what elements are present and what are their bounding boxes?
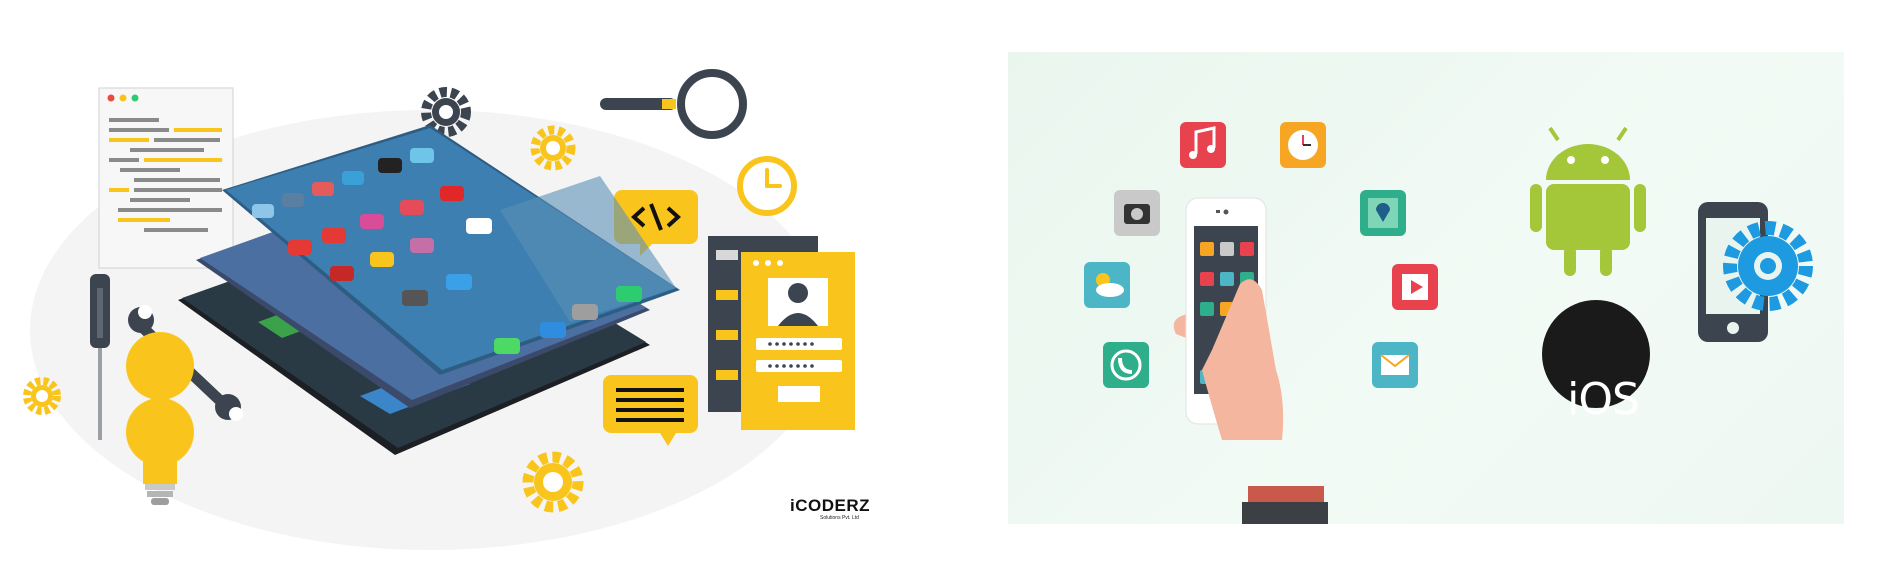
- gear-icon: [23, 377, 61, 415]
- mail-icon: [1372, 342, 1418, 388]
- phone-settings-icon: [1698, 202, 1813, 342]
- music-icon: [1180, 122, 1226, 168]
- mobile-platforms-illustration: iOS: [1008, 52, 1844, 524]
- clock-app-icon: [1280, 122, 1326, 168]
- logo-name: iCODERZ: [790, 496, 870, 515]
- left-scene-svg: [23, 69, 855, 550]
- code-document-icon: [98, 87, 234, 269]
- light-bulb-icon: [126, 332, 195, 505]
- logo-tagline: Solutions Pvt. Ltd: [820, 515, 859, 521]
- phone-call-icon: [1103, 342, 1149, 388]
- message-bubble-icon: [603, 375, 698, 446]
- gear-icon: [421, 87, 471, 137]
- clock-icon: [737, 156, 797, 216]
- gear-icon: [522, 451, 584, 513]
- company-logo: iCODERZ Solutions Pvt. Ltd: [780, 496, 876, 524]
- hand-holding-phone: [1173, 197, 1328, 524]
- login-card-icon: [708, 236, 855, 430]
- android-icon: [1530, 126, 1646, 276]
- magnifier-icon: [600, 69, 747, 139]
- app-icon-grid: [252, 148, 642, 354]
- weather-icon: [1084, 262, 1130, 308]
- camera-icon: [1114, 190, 1160, 236]
- maps-icon: [1360, 190, 1406, 236]
- ios-badge: [1542, 300, 1650, 408]
- layered-phone-screens: [178, 125, 680, 455]
- gear-icon: [530, 125, 576, 171]
- screwdriver-icon: [90, 274, 110, 440]
- right-scene-svg: [1084, 122, 1813, 524]
- app-development-illustration: iCODERZ Solutions Pvt. Ltd: [0, 0, 880, 578]
- video-icon: [1392, 264, 1438, 310]
- ios-label: iOS: [1567, 374, 1640, 425]
